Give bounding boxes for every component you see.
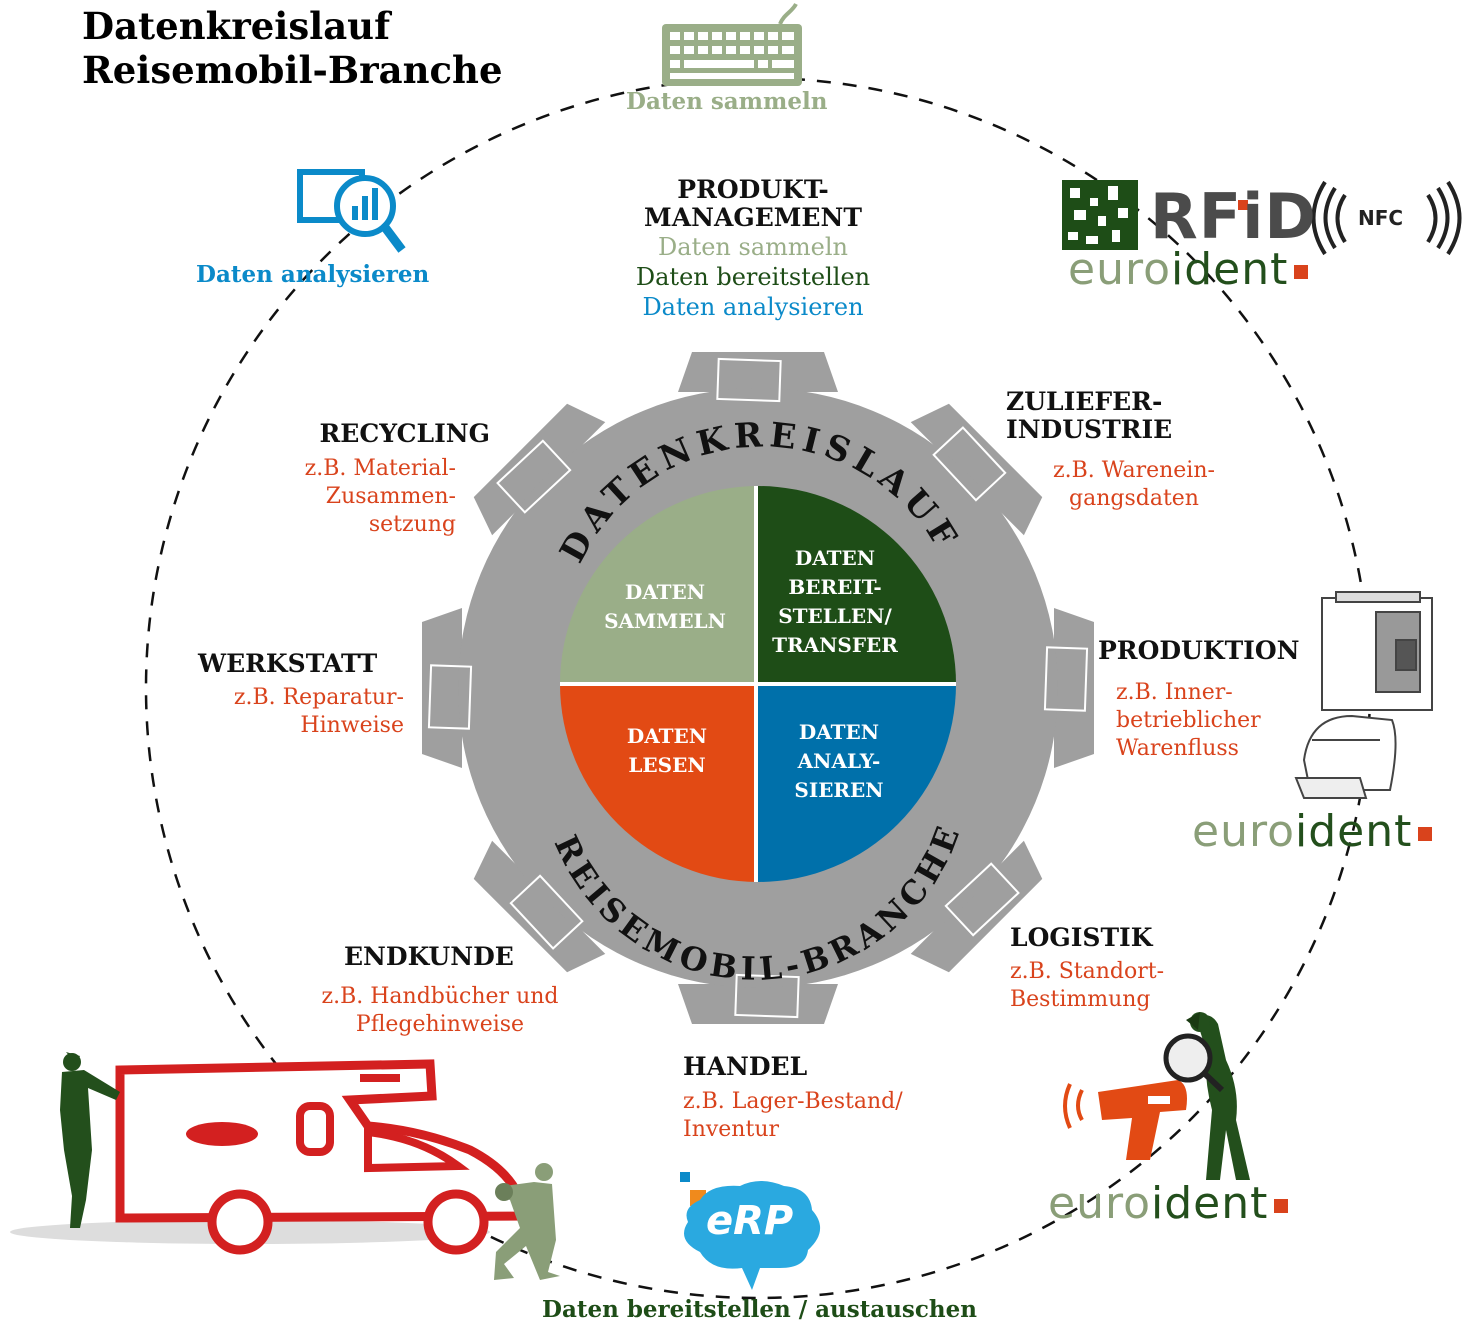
- analytics-icon: [297, 169, 406, 253]
- scanner-icon: [1063, 1080, 1187, 1160]
- recycling-line-3: setzung: [368, 512, 456, 537]
- section-recycling: RECYCLING: [250, 420, 490, 448]
- qr-code-icon: [1062, 180, 1248, 250]
- handel-line-1: z.B. Lager-Bestand/: [683, 1089, 903, 1114]
- title-line-2: Reisemobil-Branche: [82, 48, 503, 92]
- brand-square-icon: [1274, 1199, 1289, 1213]
- outer-collect-label: Daten sammeln: [626, 88, 828, 115]
- quadrants: [560, 486, 956, 882]
- q-collect-1: DATEN: [624, 580, 706, 604]
- brand-part-b: ident: [1151, 1178, 1269, 1229]
- pm-title-1: PRODUKT-: [677, 175, 829, 204]
- q-analyze-1: DATEN: [798, 720, 880, 744]
- werkstatt-line-2: Hinweise: [300, 713, 404, 738]
- endkunde-line-2: Pflegehinweise: [355, 1012, 525, 1037]
- brand-square-icon: [1418, 827, 1433, 841]
- q-provide-2: BEREIT-: [788, 575, 882, 599]
- magnifier-icon: [1163, 1033, 1225, 1093]
- brand-part-b: ident: [1171, 244, 1289, 295]
- werkstatt-line-1: z.B. Reparatur-: [233, 685, 404, 710]
- q-collect-2: SAMMELN: [604, 609, 726, 633]
- recycling-text: z.B. Material- Zusammen- setzung: [216, 455, 456, 539]
- werkstatt-text: z.B. Reparatur- Hinweise: [174, 684, 404, 740]
- euroident-logo-2: euroident: [1192, 806, 1433, 857]
- page-title: Datenkreislauf Reisemobil-Branche: [82, 4, 503, 92]
- q-provide-1: DATEN: [794, 546, 876, 570]
- quadrant-collect-label: DATEN SAMMELN: [590, 578, 740, 636]
- q-analyze-3: SIEREN: [794, 778, 884, 802]
- quadrant-read-label: DATEN LESEN: [592, 722, 742, 780]
- pm-analyze: Daten analysieren: [642, 293, 864, 321]
- recycling-line-1: z.B. Material-: [304, 456, 456, 481]
- zuliefer-line-2: gangsdaten: [1069, 486, 1199, 511]
- quadrant-read: [560, 684, 758, 882]
- brand-part-a: euro: [1068, 244, 1171, 295]
- q-read-1: DATEN: [626, 724, 708, 748]
- logistik-text: z.B. Standort- Bestimmung: [1010, 958, 1164, 1014]
- person-right-icon: [494, 1163, 560, 1280]
- pm-provide: Daten bereitstellen: [635, 263, 871, 291]
- produktion-line-1: z.B. Inner-: [1116, 680, 1233, 705]
- brand-part-b: ident: [1295, 806, 1413, 857]
- euroident-logo-1: euroident: [1068, 244, 1309, 295]
- quadrant-analyze: [758, 684, 956, 882]
- q-analyze-2: ANALY-: [797, 749, 881, 773]
- erp-logo-icon: [680, 1172, 821, 1290]
- produktion-text: z.B. Inner- betrieblicher Warenfluss: [1116, 679, 1261, 763]
- brand-part-a: euro: [1048, 1178, 1151, 1229]
- brand-square-icon: [1294, 265, 1309, 279]
- handel-line-2: Inventur: [683, 1117, 780, 1142]
- logistik-title: LOGISTIK: [1010, 923, 1153, 952]
- product-management-block: PRODUKT- MANAGEMENT Daten sammeln Daten …: [618, 176, 888, 322]
- logistik-line-1: z.B. Standort-: [1010, 959, 1165, 984]
- zuliefer-title-1: ZULIEFER-: [1006, 387, 1163, 416]
- endkunde-title: ENDKUNDE: [344, 942, 514, 971]
- q-read-2: LESEN: [628, 753, 706, 777]
- outer-provide-label: Daten bereitstellen / austauschen: [542, 1296, 977, 1323]
- outer-analyze-label: Daten analysieren: [196, 261, 430, 288]
- euroident-logo-3: euroident: [1048, 1178, 1289, 1229]
- handel-title: HANDEL: [683, 1052, 808, 1081]
- pm-title-2: MANAGEMENT: [644, 203, 862, 232]
- printer-icon: [1321, 591, 1433, 711]
- title-line-1: Datenkreislauf: [82, 4, 390, 48]
- zuliefer-title-2: INDUSTRIE: [1006, 415, 1173, 444]
- zuliefer-line-1: z.B. Warenein-: [1053, 458, 1215, 483]
- recycling-line-2: Zusammen-: [325, 484, 456, 509]
- quadrant-provide: [758, 486, 956, 684]
- produktion-title: PRODUKTION: [1098, 636, 1300, 665]
- quadrant-collect: [560, 486, 758, 684]
- recycling-title: RECYCLING: [319, 419, 490, 448]
- endkunde-line-1: z.B. Handbücher und: [321, 984, 559, 1009]
- produktion-line-2: betrieblicher: [1116, 708, 1261, 733]
- rfid-logo: RFiD: [1150, 180, 1317, 253]
- quadrant-analyze-label: DATEN ANALY- SIEREN: [764, 718, 914, 805]
- endkunde-text: z.B. Handbücher und Pflegehinweise: [290, 983, 590, 1039]
- erp-logo-text: eRP: [706, 1198, 794, 1244]
- quadrant-provide-label: DATEN BEREIT- STELLEN/ TRANSFER: [760, 544, 910, 660]
- handel-text: z.B. Lager-Bestand/ Inventur: [683, 1088, 903, 1144]
- produktion-line-3: Warenfluss: [1116, 736, 1239, 761]
- gear-tooth-marks: [427, 357, 1089, 1019]
- pm-collect: Daten sammeln: [658, 233, 848, 261]
- nfc-logo: NFC: [1358, 206, 1404, 230]
- person-left-icon: [60, 1052, 120, 1228]
- section-zulieferindustrie: ZULIEFER- INDUSTRIE: [1006, 388, 1172, 444]
- brand-part-a: euro: [1192, 806, 1295, 857]
- werkstatt-title: WERKSTATT: [198, 649, 378, 678]
- q-provide-4: TRANSFER: [772, 633, 898, 657]
- nfc-icon: [1311, 180, 1462, 256]
- zuliefer-text: z.B. Warenein- gangsdaten: [1034, 457, 1234, 513]
- q-provide-3: STELLEN/: [778, 604, 892, 628]
- logistik-line-2: Bestimmung: [1010, 987, 1151, 1012]
- label-printer-icon: [1294, 714, 1397, 799]
- keyboard-icon: [662, 2, 802, 86]
